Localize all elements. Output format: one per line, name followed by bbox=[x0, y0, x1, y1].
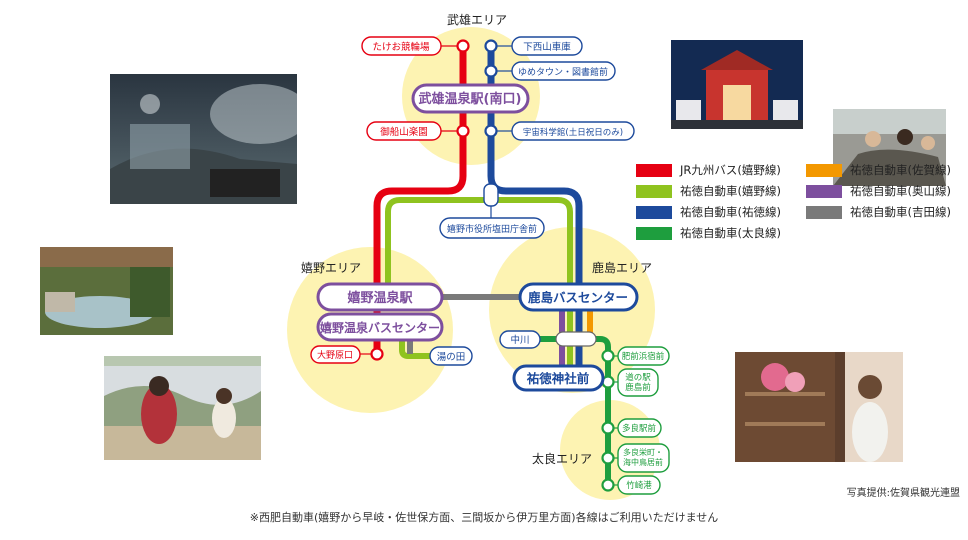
legend-label: 祐徳自動車(奥山線) bbox=[850, 183, 951, 199]
station-shiota: 嬉野市役所塩田庁舎前 bbox=[447, 223, 537, 235]
station-nakagawa: 中川 bbox=[510, 334, 529, 346]
station-takezaki: 竹崎港 bbox=[626, 480, 652, 491]
tara-sakaemachi-line-2: 海中鳥居前 bbox=[623, 457, 663, 467]
michinoeki-line-2: 鹿島前 bbox=[625, 382, 651, 393]
legend-item: 祐徳自動車(祐徳線) bbox=[636, 204, 781, 220]
station-shimonishiyama: 下西山車庫 bbox=[523, 41, 571, 53]
station-michinoeki: 道の駅鹿島前 bbox=[625, 372, 651, 393]
legend-swatch bbox=[636, 185, 672, 198]
legend-label: 祐徳自動車(祐徳線) bbox=[680, 204, 781, 220]
legend-swatch bbox=[636, 227, 672, 240]
station-youme: ゆめタウン・図書館前 bbox=[518, 66, 608, 78]
station-yutoku: 祐徳神社前 bbox=[527, 371, 590, 386]
station-takeo-keirin: たけお競輪場 bbox=[372, 41, 430, 53]
nakagawa-stop-box bbox=[556, 332, 596, 346]
station-ureshino-onsen: 嬉野温泉駅 bbox=[347, 290, 413, 306]
legend-label: JR九州バス(嬉野線) bbox=[680, 162, 781, 178]
legend-label: 祐徳自動車(佐賀線) bbox=[850, 162, 951, 178]
photo-credit: 写真提供:佐賀県観光連盟 bbox=[847, 484, 960, 499]
legend-item: 祐徳自動車(吉田線) bbox=[806, 204, 951, 220]
station-mifuneyama: 御船山楽園 bbox=[380, 126, 428, 138]
legend-swatch bbox=[806, 185, 842, 198]
legend-swatch bbox=[806, 206, 842, 219]
area-label-takeo: 武雄エリア bbox=[447, 12, 507, 27]
legend-label: 祐徳自動車(太良線) bbox=[680, 225, 781, 241]
station-hizen-hamashuku: 肥前浜宿前 bbox=[622, 351, 665, 362]
area-label-ureshino: 嬉野エリア bbox=[301, 261, 361, 275]
shiota-stop-box bbox=[484, 184, 498, 206]
footnote: ※西肥自動車(嬉野から早岐・佐世保方面、三間坂から伊万里方面)各線はご利用いただ… bbox=[0, 509, 968, 525]
area-label-tara: 太良エリア bbox=[532, 451, 592, 466]
michinoeki-line: 道の駅 bbox=[625, 372, 651, 383]
legend-swatch bbox=[636, 206, 672, 219]
tara-sakaemachi-line: 多良栄町・ bbox=[623, 447, 663, 457]
area-label-kashima: 鹿島エリア bbox=[592, 260, 652, 275]
legend-label: 祐徳自動車(吉田線) bbox=[850, 204, 951, 220]
station-onoharaguchi: 大野原口 bbox=[317, 349, 353, 361]
legend-label: 祐徳自動車(嬉野線) bbox=[680, 183, 781, 199]
station-yunota: 湯の田 bbox=[437, 351, 466, 363]
legend-item: 祐徳自動車(太良線) bbox=[636, 225, 781, 241]
station-tara-eki: 多良駅前 bbox=[622, 423, 657, 434]
legend-item: 祐徳自動車(奥山線) bbox=[806, 183, 951, 199]
legend-swatch bbox=[636, 164, 672, 177]
legend-item: JR九州バス(嬉野線) bbox=[636, 162, 781, 178]
legend-item: 祐徳自動車(嬉野線) bbox=[636, 183, 781, 199]
legend-swatch bbox=[806, 164, 842, 177]
legend-item: 祐徳自動車(佐賀線) bbox=[806, 162, 951, 178]
station-uchu: 宇宙科学館(土日祝日のみ) bbox=[523, 127, 623, 138]
station-ureshino-bus: 嬉野温泉バスセンター bbox=[320, 320, 440, 335]
station-takeo-onsen: 武雄温泉駅(南口) bbox=[419, 91, 522, 107]
station-kashima-bus: 鹿島バスセンター bbox=[528, 290, 628, 305]
